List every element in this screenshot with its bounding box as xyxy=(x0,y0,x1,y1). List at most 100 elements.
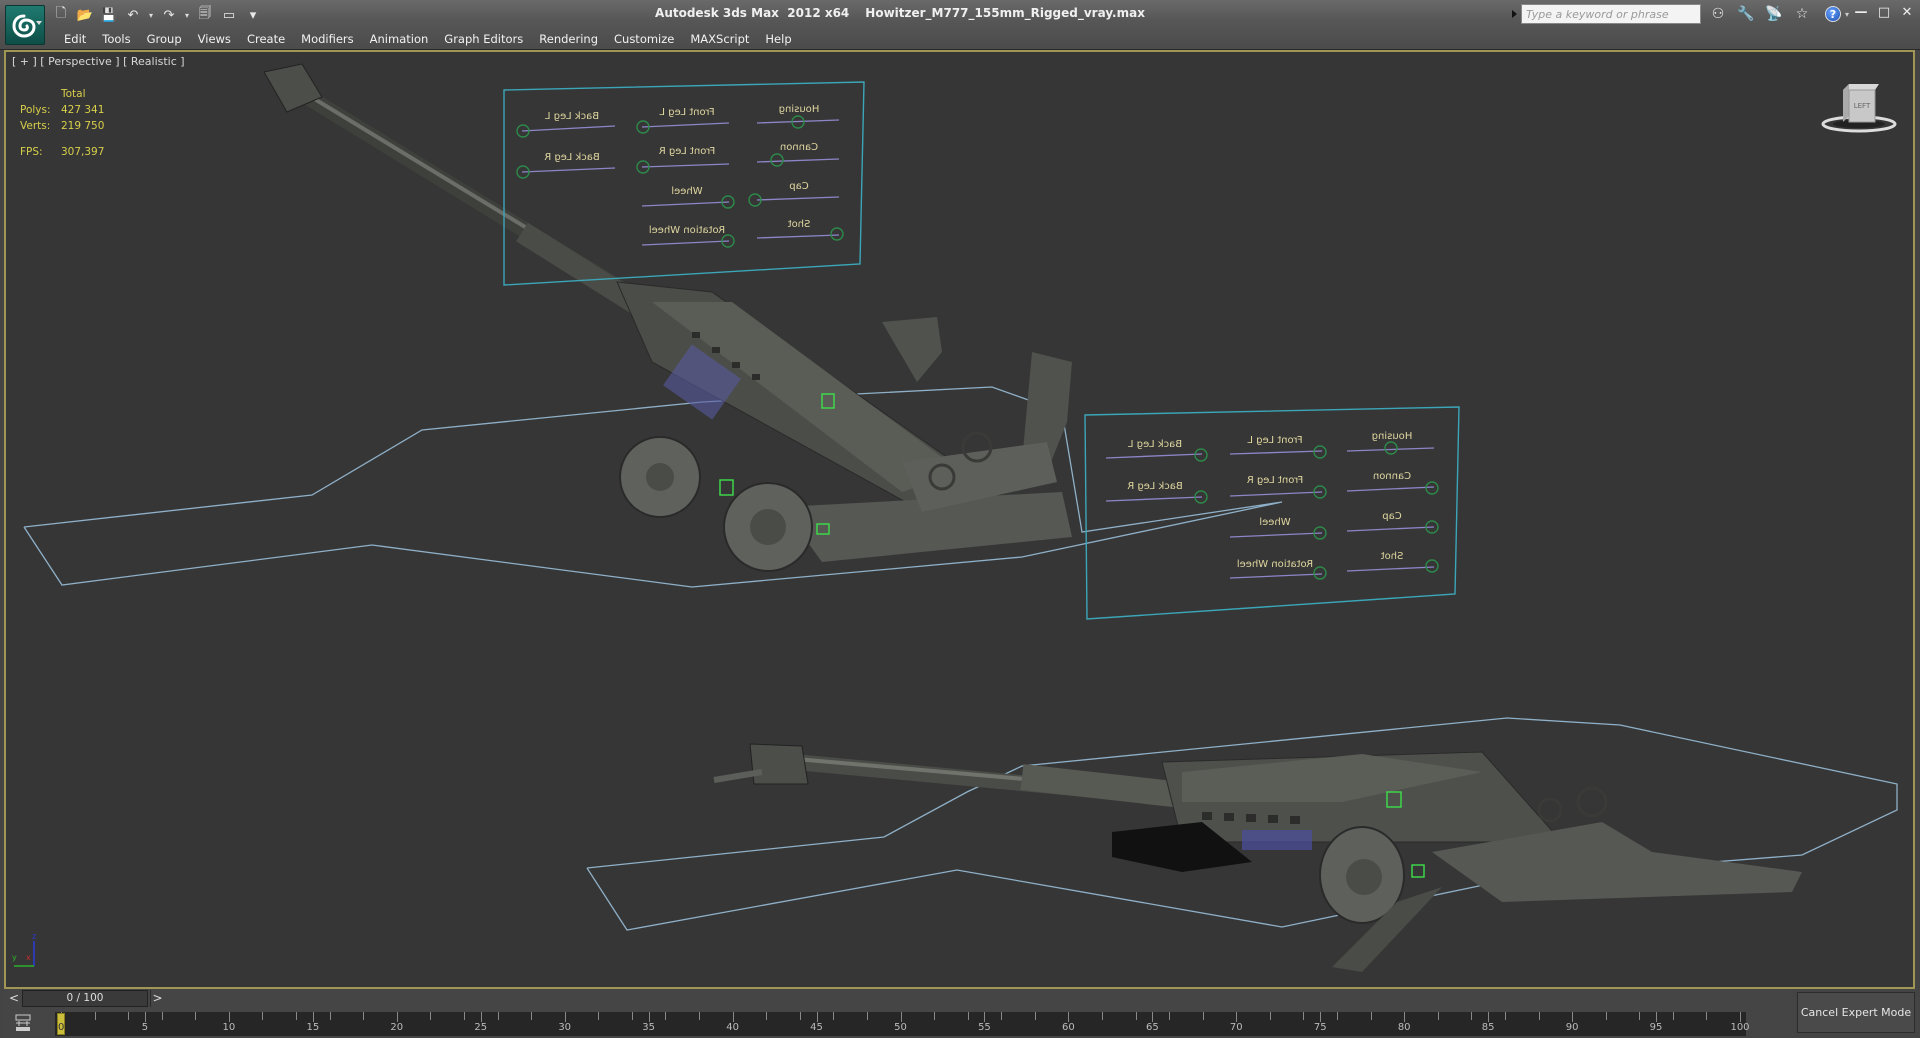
title-bar: 🗋 📂 💾 ↶ ▾ ↷ ▾ 🗐 ▭ ▾ Autodesk 3ds Max 201… xyxy=(0,0,1920,50)
slider-knob[interactable] xyxy=(636,160,650,174)
verts-label: Verts: xyxy=(20,120,51,132)
scene-render[interactable]: Back Leg L Front Leg L Housing Back Leg … xyxy=(4,50,1915,989)
cancel-expert-mode-button[interactable]: Cancel Expert Mode xyxy=(1797,992,1915,1033)
viewport-label-menu[interactable]: [ + ] [ Perspective ] [ Realistic ] xyxy=(12,55,185,68)
undo-icon[interactable]: ↶ xyxy=(127,7,139,23)
control-label: Wheel xyxy=(671,186,702,197)
open-mini-curve-editor-icon[interactable] xyxy=(14,1014,32,1032)
slider-knob[interactable] xyxy=(721,234,735,248)
timeline-tick xyxy=(799,1012,801,1020)
menu-group[interactable]: Group xyxy=(146,32,182,46)
undo-dropdown-icon[interactable]: ▾ xyxy=(148,10,153,20)
menu-customize[interactable]: Customize xyxy=(614,32,675,46)
menu-edit[interactable]: Edit xyxy=(64,32,87,46)
search-input[interactable] xyxy=(1521,4,1701,24)
menu-help[interactable]: Help xyxy=(765,32,792,46)
menu-maxscript[interactable]: MAXScript xyxy=(690,32,750,46)
slider-knob[interactable] xyxy=(1425,481,1439,495)
workspace-icon[interactable]: ▭ xyxy=(222,7,236,23)
howitzer-upper-model[interactable] xyxy=(263,63,1072,572)
slider-knob[interactable] xyxy=(748,193,762,207)
info-center-icons: ⚇ 🔧 📡 ☆ xyxy=(1709,5,1811,23)
slider-knob[interactable] xyxy=(516,165,530,179)
communication-icon[interactable]: 📡 xyxy=(1765,6,1783,22)
timeline-tick xyxy=(1236,1012,1238,1022)
time-slider-thumb[interactable]: 0 xyxy=(57,1013,65,1035)
slider-knob[interactable] xyxy=(636,120,650,134)
redo-icon[interactable]: ↷ xyxy=(163,7,175,23)
rig-control-panel-lower[interactable]: Back Leg L Front Leg L Housing Back Leg … xyxy=(1084,406,1460,620)
slider-knob[interactable] xyxy=(721,195,735,209)
menu-animation[interactable]: Animation xyxy=(369,32,429,46)
ground-helper-lower xyxy=(586,717,1898,931)
chevron-down-icon xyxy=(36,21,42,25)
time-slider-frame-display[interactable]: 0 / 100 xyxy=(22,990,148,1007)
control-label: Front Leg R xyxy=(659,146,716,157)
menu-rendering[interactable]: Rendering xyxy=(539,32,598,46)
menu-modifiers[interactable]: Modifiers xyxy=(301,32,354,46)
save-file-icon[interactable]: 💾 xyxy=(100,7,118,23)
slider-knob[interactable] xyxy=(1194,490,1208,504)
slider-knob[interactable] xyxy=(1313,566,1327,580)
timeline-tick xyxy=(1370,1012,1372,1020)
project-folder-icon[interactable]: 🗐 xyxy=(198,6,212,21)
next-frame-button[interactable]: > xyxy=(150,990,164,1007)
timeline-tick xyxy=(648,1012,650,1022)
timeline-tick xyxy=(1135,1012,1137,1020)
close-button[interactable]: ✕ xyxy=(1901,4,1913,20)
rig-control-panel-upper[interactable]: Back Leg L Front Leg L Housing Back Leg … xyxy=(503,81,865,286)
slider-knob[interactable] xyxy=(516,124,530,138)
slider-knob[interactable] xyxy=(1194,448,1208,462)
maximize-button[interactable]: □ xyxy=(1877,4,1891,20)
binoculars-icon[interactable]: ⚇ xyxy=(1711,6,1725,22)
slider-knob[interactable] xyxy=(770,153,784,167)
timeline-tick xyxy=(1269,1012,1271,1020)
slider-knob[interactable] xyxy=(1313,485,1327,499)
customize-qat-icon[interactable]: ▾ xyxy=(249,7,257,23)
expand-search-icon[interactable] xyxy=(1512,10,1517,18)
new-file-icon[interactable]: 🗋 xyxy=(55,6,67,21)
control-label: Cap xyxy=(1382,511,1401,522)
subscription-icon[interactable]: 🔧 xyxy=(1737,6,1755,22)
menu-create[interactable]: Create xyxy=(246,32,286,46)
slider-knob[interactable] xyxy=(1425,559,1439,573)
timeline-tick xyxy=(1404,1012,1406,1022)
slider-knob[interactable] xyxy=(1425,520,1439,534)
minimize-button[interactable]: — xyxy=(1854,4,1868,20)
slider-knob[interactable] xyxy=(1313,445,1327,459)
perspective-viewport[interactable]: Back Leg L Front Leg L Housing Back Leg … xyxy=(4,50,1915,989)
viewport-statistics: Total Polys:427 341 Verts:219 750 FPS:30… xyxy=(20,86,104,160)
menu-graph-editors[interactable]: Graph Editors xyxy=(444,32,524,46)
timeline-tick xyxy=(329,1012,331,1020)
chevron-down-icon[interactable]: ▾ xyxy=(1845,9,1850,19)
previous-frame-button[interactable]: < xyxy=(8,991,20,1005)
timeline-tick xyxy=(766,1012,768,1020)
application-button[interactable] xyxy=(5,5,45,45)
open-file-icon[interactable]: 📂 xyxy=(76,7,94,23)
slider-knob[interactable] xyxy=(791,115,805,129)
timeline-tick xyxy=(94,1012,96,1020)
control-label: Front Leg L xyxy=(659,107,715,118)
menu-views[interactable]: Views xyxy=(197,32,231,46)
slider-knob[interactable] xyxy=(1384,441,1398,455)
viewcube-icon[interactable]: LEFT xyxy=(1819,78,1899,136)
timeline-tick xyxy=(1706,1012,1708,1020)
slider-knob[interactable] xyxy=(1313,526,1327,540)
control-label: Back Leg R xyxy=(544,152,600,163)
control-label: Rotation Wheel xyxy=(1237,559,1313,570)
timeline-tick-label: 45 xyxy=(810,1022,823,1033)
control-label: Rotation Wheel xyxy=(649,225,725,236)
control-label: Cap xyxy=(789,181,808,192)
howitzer-lower-model[interactable] xyxy=(713,743,1802,972)
timeline-tick-label: 65 xyxy=(1145,1022,1159,1033)
favorites-icon[interactable]: ☆ xyxy=(1795,6,1809,22)
timeline-tick-label: 30 xyxy=(558,1022,572,1033)
help-icon[interactable]: ? xyxy=(1825,6,1841,22)
timeline-tick xyxy=(228,1012,230,1022)
slider-knob[interactable] xyxy=(830,227,844,241)
fps-value: 307,397 xyxy=(61,146,105,158)
redo-dropdown-icon[interactable]: ▾ xyxy=(184,10,189,20)
menu-tools[interactable]: Tools xyxy=(102,32,131,46)
timeline-tick xyxy=(1488,1012,1490,1022)
